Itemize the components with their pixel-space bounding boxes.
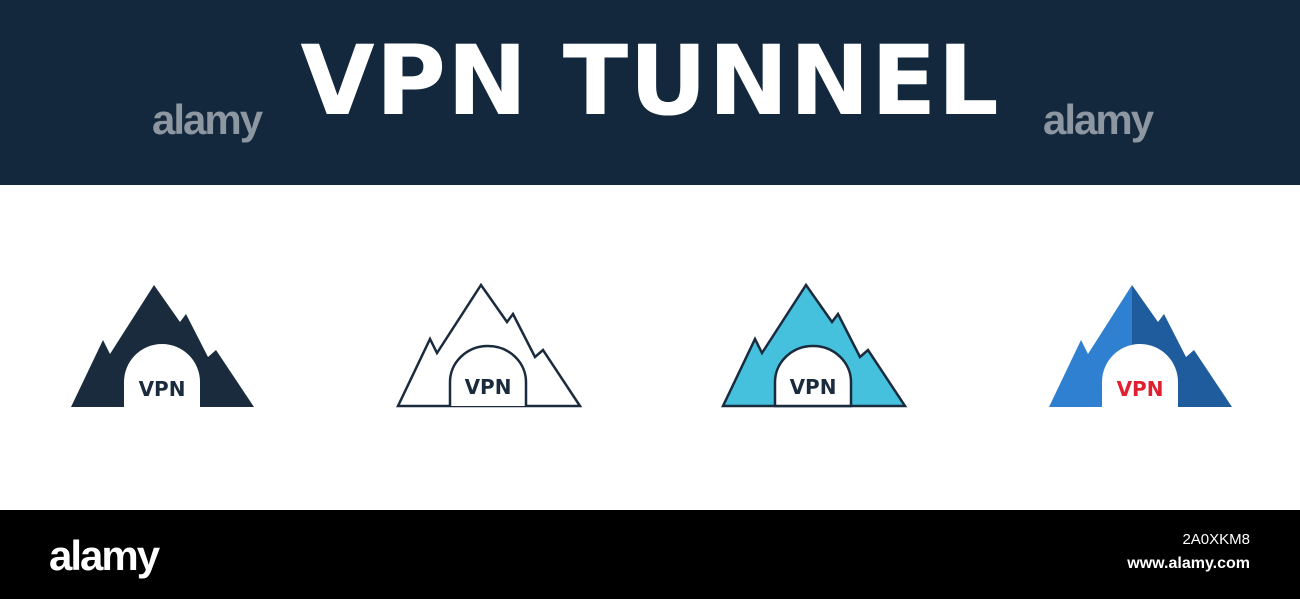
vpn-label-filled-outline: VPN	[790, 375, 837, 399]
header-banner: VPN TUNNEL alamy alamy	[0, 0, 1300, 185]
footer-bar: alamy 2A0XKM8 www.alamy.com	[0, 510, 1300, 599]
vpn-tunnel-flat-color-icon: VPN	[1049, 285, 1232, 407]
icon-row: VPN VPN VPN VPN	[0, 185, 1300, 510]
vpn-tunnel-outline-icon: VPN	[396, 282, 583, 408]
vpn-tunnel-filled-outline-icon: VPN	[721, 282, 908, 408]
page-title: VPN TUNNEL	[300, 25, 1000, 137]
vpn-label-solid: VPN	[139, 377, 186, 401]
image-id: 2A0XKM8	[1182, 531, 1250, 548]
footer-logo: alamy	[49, 532, 160, 579]
vpn-tunnel-solid-icon: VPN	[71, 285, 254, 407]
footer-url: www.alamy.com	[1127, 555, 1250, 572]
watermark-left: alamy	[152, 96, 263, 143]
vpn-label-flat-color: VPN	[1117, 377, 1164, 401]
vpn-label-outline: VPN	[465, 375, 512, 399]
watermark-right: alamy	[1043, 96, 1154, 143]
